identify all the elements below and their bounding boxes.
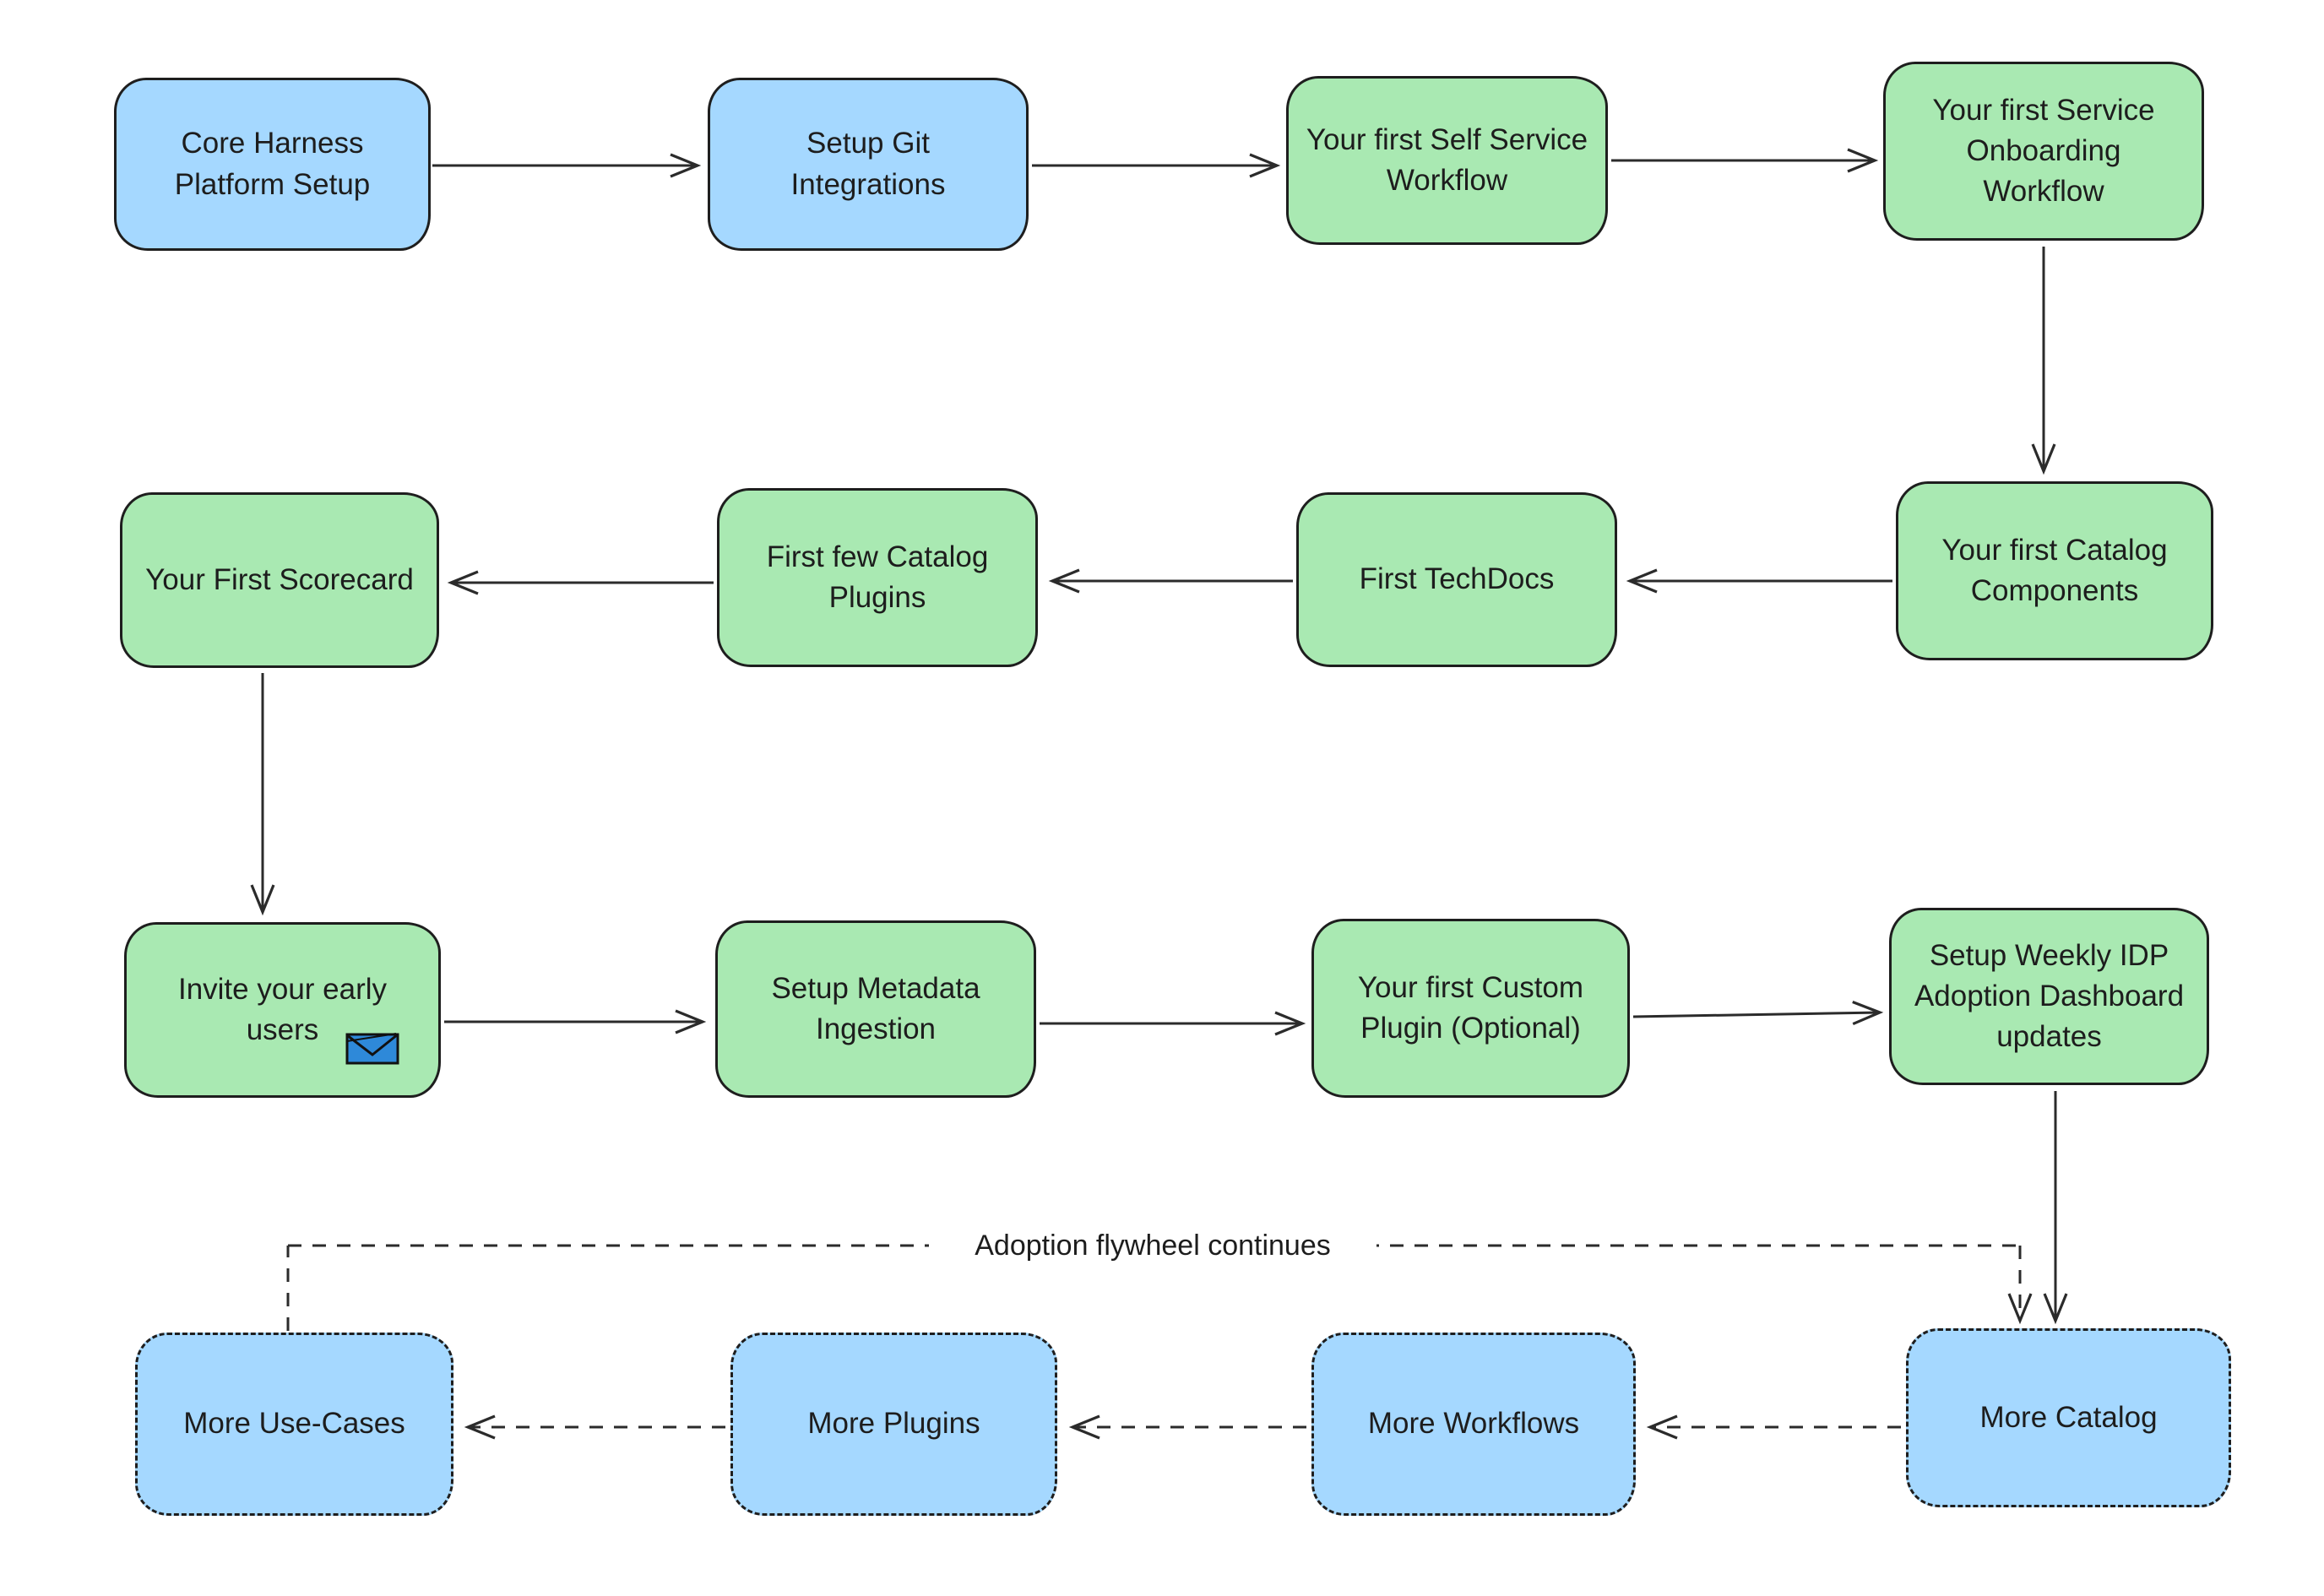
node-label: First TechDocs (1359, 562, 1555, 596)
edge-customplugin-to-dashboard (1632, 1001, 1884, 1026)
node-more-plugins: More Plugins (730, 1333, 1057, 1516)
node-label: More Catalog (1979, 1400, 2158, 1434)
node-weekly-idp-adoption-dashboard: Setup Weekly IDP Adoption Dashboard upda… (1889, 908, 2209, 1085)
node-first-techdocs: First TechDocs (1296, 492, 1617, 667)
node-first-few-catalog-plugins: First few Catalog Plugins (717, 488, 1038, 667)
node-label: First few Catalog Plugins (766, 540, 989, 614)
node-more-workflows: More Workflows (1311, 1333, 1636, 1516)
node-label: Your first Service Onboarding Workflow (1932, 93, 2155, 209)
node-label: Your first Custom Plugin (Optional) (1357, 970, 1584, 1045)
node-label: Your first Self Service Workflow (1306, 122, 1588, 197)
node-label: Core Harness Platform Setup (174, 127, 371, 201)
node-first-self-service-workflow: Your first Self Service Workflow (1286, 76, 1608, 245)
node-label: Your first Catalog Components (1941, 533, 2168, 607)
envelope-icon (345, 1033, 399, 1065)
node-first-custom-plugin: Your first Custom Plugin (Optional) (1311, 919, 1630, 1098)
node-first-scorecard: Your First Scorecard (120, 492, 439, 668)
node-setup-git-integrations: Setup Git Integrations (708, 78, 1029, 251)
node-setup-metadata-ingestion: Setup Metadata Ingestion (715, 920, 1036, 1098)
node-first-catalog-components: Your first Catalog Components (1896, 481, 2213, 660)
node-label: Setup Metadata Ingestion (771, 971, 980, 1045)
node-label: Your First Scorecard (145, 562, 414, 596)
node-invite-early-users: Invite your early users (124, 922, 441, 1098)
node-label: More Use-Cases (183, 1407, 405, 1441)
node-first-service-onboarding-workflow: Your first Service Onboarding Workflow (1883, 62, 2204, 241)
node-label: More Plugins (807, 1407, 980, 1441)
node-label: Setup Git Integrations (790, 127, 946, 201)
node-more-use-cases: More Use-Cases (135, 1333, 453, 1516)
node-label: Invite your early users (177, 972, 388, 1046)
node-core-harness-platform-setup: Core Harness Platform Setup (114, 78, 431, 251)
node-more-catalog: More Catalog (1906, 1328, 2231, 1507)
node-label: Setup Weekly IDP Adoption Dashboard upda… (1914, 938, 2185, 1054)
flywheel-label: Adoption flywheel continues (929, 1218, 1376, 1273)
node-label: More Workflows (1367, 1407, 1580, 1441)
